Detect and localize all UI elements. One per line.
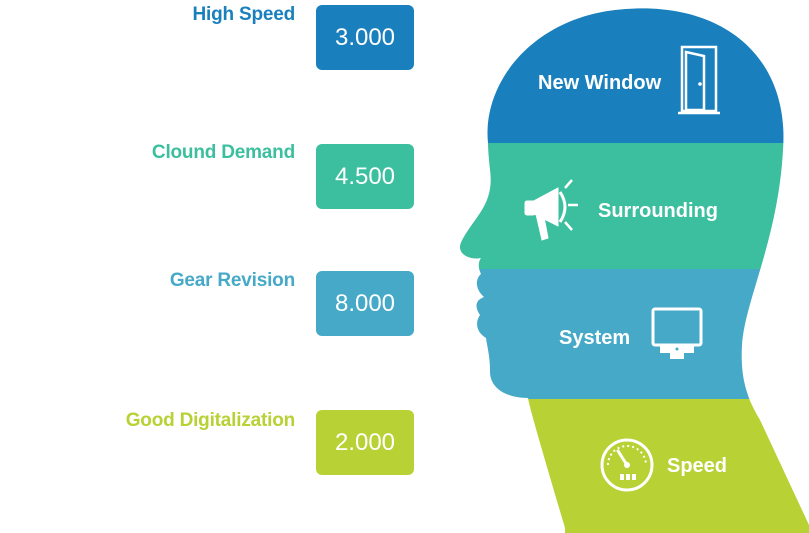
band-label-surrounding: Surrounding: [598, 200, 718, 222]
label-good-digitalization: Good Digitalization: [125, 410, 295, 431]
label-high-speed: High Speed: [192, 4, 295, 25]
band-label-system: System: [559, 327, 630, 349]
door-icon: [678, 45, 720, 115]
megaphone-icon: [524, 179, 578, 241]
monitor-icon: [651, 307, 703, 359]
label-gear-revision: Gear Revision: [169, 270, 295, 291]
speedometer-icon: [600, 438, 654, 492]
band-label-new-window: New Window: [538, 72, 662, 94]
band-surrounding: [460, 143, 809, 269]
value-box-good-digitalization: 2.000: [316, 410, 414, 475]
value-box-gear-revision: 8.000: [316, 271, 414, 336]
value-box-clound-demand: 4.500: [316, 144, 414, 209]
value-box-high-speed: 3.000: [316, 5, 414, 70]
label-clound-demand: Clound Demand: [151, 142, 295, 163]
band-label-speed: Speed: [667, 455, 727, 477]
